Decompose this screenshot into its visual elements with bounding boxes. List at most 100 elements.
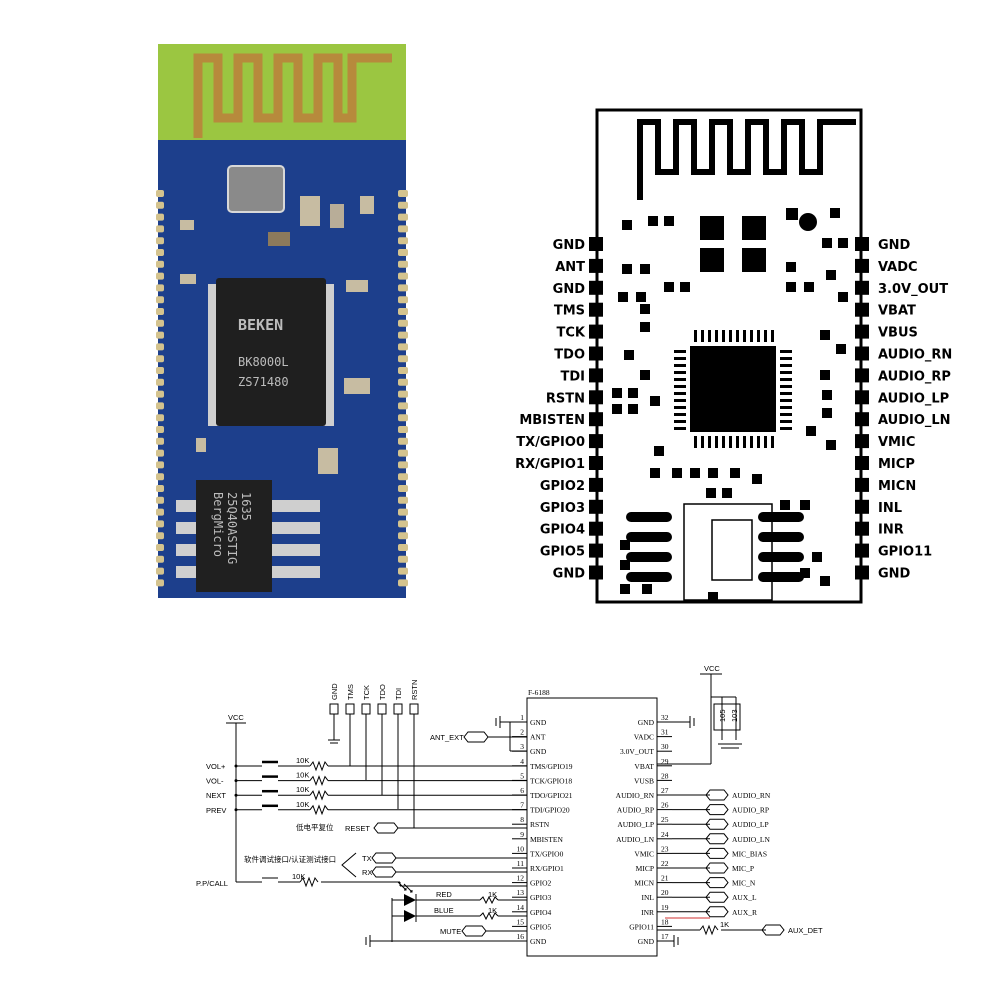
- net-port: [705, 833, 729, 845]
- test-pad-box: [409, 703, 419, 715]
- chip-pin: [715, 436, 718, 448]
- footprint-pad: [589, 412, 603, 427]
- ic-pin-number: 7: [520, 801, 524, 810]
- pp-call-resistor: 10K: [292, 872, 305, 881]
- footprint-pad: [589, 543, 603, 558]
- net-port: [705, 847, 729, 859]
- test-pad-box: [361, 703, 371, 715]
- module-footprint: GNDANTGNDTMSTCKTDOTDIRSTNMBISTENTX/GPIO0…: [515, 108, 952, 604]
- chip-pin: [780, 420, 792, 423]
- footprint-component: [680, 282, 690, 292]
- net-label: AUX_R: [732, 908, 757, 917]
- main-chip-model: BK8000L: [238, 355, 289, 369]
- footprint-flash-pad: [626, 532, 672, 542]
- smd-component: [318, 448, 338, 474]
- footprint-component: [650, 468, 660, 478]
- castellated-pad: [398, 402, 408, 410]
- chip-pin: [757, 330, 760, 342]
- castellated-pad: [156, 555, 164, 563]
- ic-pin-number: 9: [520, 830, 524, 839]
- chip-pin: [780, 378, 792, 381]
- castellated-pad: [398, 331, 408, 339]
- chip-pin: [674, 371, 686, 374]
- ic-pin-number: 27: [661, 786, 669, 795]
- tx-port: [371, 852, 397, 864]
- footprint-pad: [589, 237, 603, 251]
- ic-pin-number: 19: [661, 903, 669, 912]
- castellated-pad: [398, 449, 408, 457]
- footprint-pin-label: GND: [553, 567, 586, 582]
- castellated-pad: [156, 331, 164, 339]
- ic-pin-name: GND: [530, 718, 547, 727]
- footprint-pad: [855, 456, 869, 470]
- red-led-label: RED: [436, 890, 452, 899]
- ic-pins-left: 1GND2ANT3GND4TMS/GPIO195TCK/GPIO186TDO/G…: [512, 713, 573, 946]
- chip-pin: [729, 436, 732, 448]
- ic-pin-number: 30: [661, 742, 669, 751]
- ic-part-number: F-6188: [528, 688, 550, 697]
- chip-pin: [771, 436, 774, 448]
- footprint-component: [830, 208, 840, 218]
- castellated-pad: [156, 284, 164, 292]
- footprint-pin-label: MICP: [878, 457, 915, 472]
- aux-resistor-value: 1K: [720, 920, 729, 929]
- chip-pin: [674, 427, 686, 430]
- ic-pin-name: GPIO4: [530, 908, 552, 917]
- chip-pin: [729, 330, 732, 342]
- footprint-pin-label: AUDIO_RP: [878, 369, 951, 384]
- uart-note: 软件调试接口/认证测试接口: [244, 854, 336, 864]
- footprint-component: [708, 468, 718, 478]
- castellated-pad: [398, 485, 408, 492]
- castellated-pad: [398, 579, 408, 587]
- ic-pin-name: ANT: [530, 733, 546, 742]
- castellated-pad: [398, 532, 408, 540]
- castellated-pad: [398, 225, 408, 233]
- test-pad-label: GND: [330, 683, 339, 700]
- button-label: NEXT: [206, 791, 226, 800]
- blue-led-resistor: 1K: [488, 906, 497, 915]
- footprint-component: [672, 468, 682, 478]
- junction-dot: [234, 808, 238, 812]
- ic-pin-name: TX/GPIO0: [530, 849, 564, 858]
- vcc-label-right: VCC: [704, 664, 720, 673]
- vcc-label-left: VCC: [228, 713, 244, 722]
- castellated-pad: [156, 461, 164, 469]
- ic-pin-name: VADC: [634, 733, 654, 742]
- footprint-flash-pad: [626, 512, 672, 522]
- footprint-component: [624, 350, 634, 360]
- net-port: [705, 789, 729, 801]
- castellated-pad: [156, 367, 164, 374]
- footprint-pin-label: GPIO11: [878, 545, 932, 560]
- ic-pin-name: AUDIO_RN: [616, 791, 655, 800]
- castellated-pad: [156, 378, 164, 386]
- footprint-component: [826, 440, 836, 450]
- footprint-component: [786, 262, 796, 272]
- resistor-symbol: [309, 789, 329, 801]
- chip-pin: [764, 330, 767, 342]
- ic-pin-number: 13: [517, 888, 525, 897]
- chip-pin: [674, 378, 686, 381]
- castellated-pad: [398, 272, 408, 280]
- chip-pin: [708, 436, 711, 448]
- smd-component: [360, 196, 374, 214]
- footprint-pin-label: VBUS: [878, 326, 918, 341]
- smd-component: [346, 280, 368, 292]
- castellated-pad: [398, 319, 408, 327]
- smd-component: [330, 204, 344, 228]
- footprint-pin-label: RSTN: [546, 391, 585, 406]
- chip-pin: [674, 357, 686, 360]
- footprint-component: [730, 468, 740, 478]
- castellated-pad: [156, 190, 164, 197]
- ic-pin-number: 22: [661, 859, 669, 868]
- castellated-pad: [156, 473, 164, 481]
- footprint-pin-label: AUDIO_LP: [878, 391, 949, 406]
- castellated-pad: [156, 272, 164, 280]
- junction-dot: [234, 779, 238, 783]
- footprint-pad: [589, 302, 603, 317]
- castellated-pad: [398, 390, 408, 398]
- footprint-component: [654, 446, 664, 456]
- ic-pin-number: 6: [520, 786, 524, 795]
- footprint-pad: [855, 543, 869, 558]
- reset-port: [373, 822, 399, 834]
